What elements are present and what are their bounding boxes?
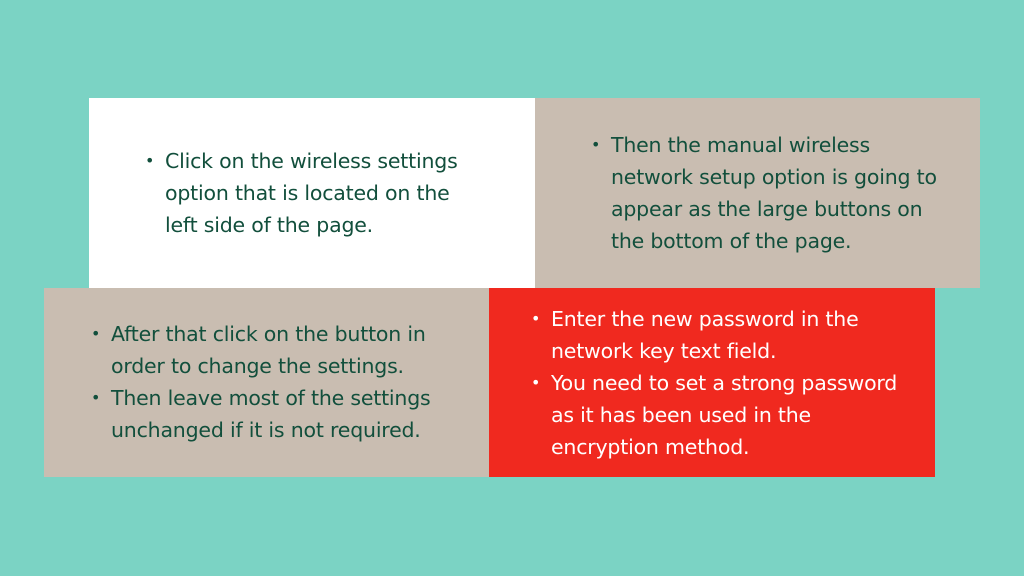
bullet-list: Click on the wireless settings option th…: [145, 145, 475, 241]
step-box-wireless-settings: Click on the wireless settings option th…: [89, 98, 535, 288]
bullet-item: Then leave most of the settings unchange…: [91, 382, 451, 446]
bullet-list: Enter the new password in the network ke…: [531, 303, 901, 463]
bullet-item: Enter the new password in the network ke…: [531, 303, 901, 367]
bullet-list: After that click on the button in order …: [91, 318, 451, 446]
bullet-item: Click on the wireless settings option th…: [145, 145, 475, 241]
bullet-item: You need to set a strong password as it …: [531, 367, 901, 463]
step-box-new-password: Enter the new password in the network ke…: [489, 288, 935, 477]
bullet-item: Then the manual wireless network setup o…: [591, 129, 941, 257]
step-box-change-settings: After that click on the button in order …: [44, 288, 489, 477]
bullet-item: After that click on the button in order …: [91, 318, 451, 382]
step-box-manual-setup: Then the manual wireless network setup o…: [535, 98, 980, 288]
bullet-list: Then the manual wireless network setup o…: [591, 129, 941, 257]
